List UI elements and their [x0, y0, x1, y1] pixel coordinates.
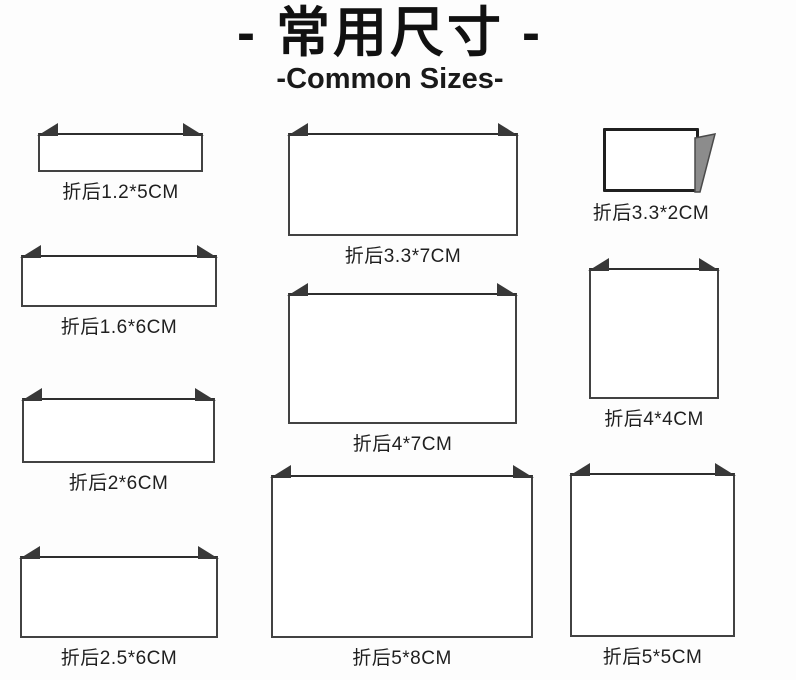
fold-corner-right-icon — [183, 123, 204, 136]
size-label: 折后2.5*6CM — [60, 648, 178, 669]
folded-rect-shape — [270, 465, 534, 638]
size-label: 折后5*5CM — [602, 647, 703, 668]
size-label: 折后4*7CM — [352, 434, 453, 455]
folded-square-shape — [588, 258, 720, 399]
size-label: 折后3.3*2CM — [592, 203, 710, 224]
folded-rect-shape — [287, 123, 519, 236]
fold-corner-left-icon — [20, 245, 41, 258]
fold-corner-left-icon — [588, 258, 609, 271]
size-item-1-6x6: 折后1.6*6CM — [20, 245, 218, 338]
size-item-4x7: 折后4*7CM — [287, 283, 518, 455]
size-item-5x5: 折后5*5CM — [569, 463, 736, 668]
page-title: - 常用尺寸 - — [237, 3, 543, 63]
size-item-2-5x6: 折后2.5*6CM — [19, 546, 219, 669]
folded-strip-shape — [20, 245, 218, 307]
size-label: 折后5*8CM — [352, 648, 452, 669]
fold-corner-left-icon — [19, 546, 40, 559]
size-item-1-2x5: 折后1.2*5CM — [37, 123, 204, 203]
folded-strip-shape — [21, 388, 216, 463]
tag-with-side-fold-shape — [603, 128, 717, 193]
fold-corner-left-icon — [287, 123, 308, 136]
folded-square-shape — [569, 463, 736, 637]
fold-corner-right-icon — [513, 465, 534, 478]
folded-strip-shape — [37, 123, 204, 172]
size-item-2x6: 折后2*6CM — [21, 388, 216, 494]
size-item-3-3x2: 折后3.3*2CM — [593, 128, 717, 224]
folded-rect-shape — [287, 283, 518, 424]
size-label: 折后1.6*6CM — [60, 317, 178, 338]
size-label: 折后1.2*5CM — [62, 182, 179, 203]
fold-corner-left-icon — [270, 465, 291, 478]
header: - 常用尺寸 - -Common Sizes- — [0, 0, 780, 96]
size-label: 折后4*4CM — [604, 409, 704, 430]
side-fold-icon — [694, 133, 717, 193]
folded-strip-shape — [19, 546, 219, 638]
size-label: 折后3.3*7CM — [344, 246, 462, 267]
fold-corner-right-icon — [715, 463, 736, 476]
size-label: 折后2*6CM — [68, 473, 169, 494]
fold-corner-right-icon — [498, 123, 519, 136]
fold-corner-left-icon — [37, 123, 58, 136]
fold-corner-left-icon — [569, 463, 590, 476]
page-subtitle: -Common Sizes- — [276, 63, 504, 95]
size-item-5x8: 折后5*8CM — [270, 465, 534, 669]
fold-corner-left-icon — [287, 283, 308, 296]
size-item-4x4: 折后4*4CM — [588, 258, 720, 430]
fold-corner-right-icon — [497, 283, 518, 296]
fold-corner-right-icon — [195, 388, 216, 401]
fold-corner-right-icon — [699, 258, 720, 271]
size-item-3-3x7: 折后3.3*7CM — [287, 123, 519, 267]
fold-corner-left-icon — [21, 388, 42, 401]
fold-corner-right-icon — [198, 546, 219, 559]
fold-corner-right-icon — [197, 245, 218, 258]
